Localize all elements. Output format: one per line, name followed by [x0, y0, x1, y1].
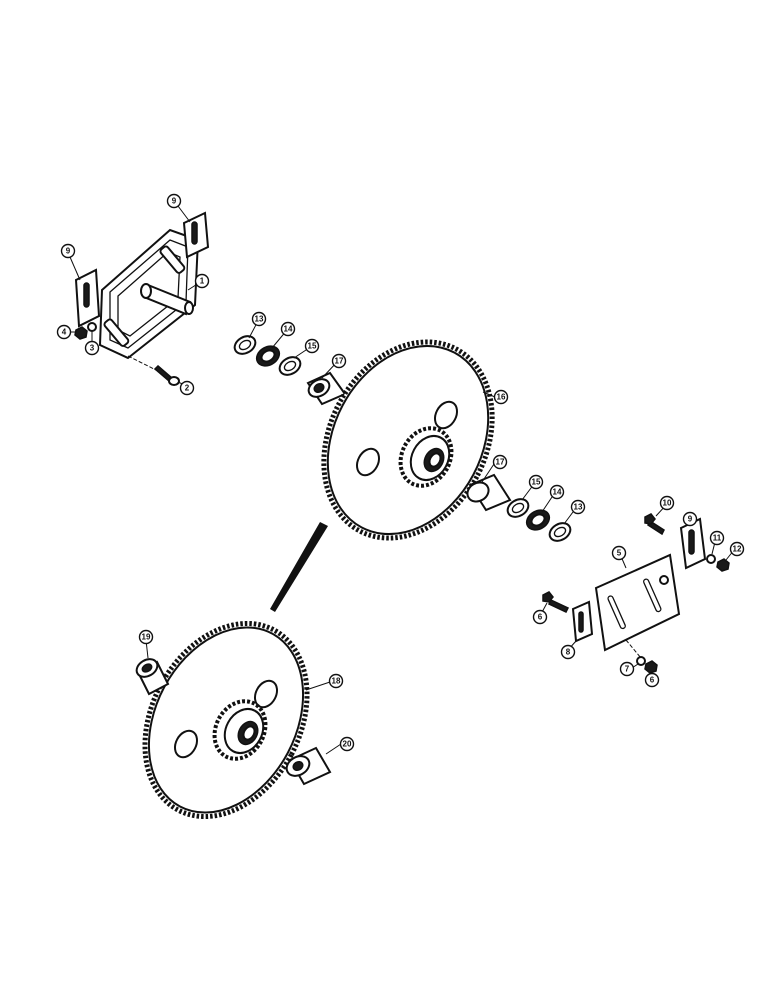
washer-15a: [278, 356, 302, 376]
callout-17-lower: 17: [492, 454, 508, 470]
nut-12: [716, 558, 730, 572]
svg-text:3: 3: [90, 344, 95, 353]
callout-16: 16: [493, 389, 509, 405]
svg-text:4: 4: [62, 328, 67, 337]
svg-text:16: 16: [497, 393, 506, 402]
svg-text:10: 10: [663, 499, 672, 508]
bushing-20: [285, 746, 332, 786]
callout-10: 10: [659, 495, 675, 511]
callout-9-right: 9: [682, 511, 698, 527]
svg-text:17: 17: [335, 357, 344, 366]
upper-washer-stack: [233, 335, 347, 406]
callout-6: 6: [532, 609, 548, 625]
svg-text:2: 2: [185, 384, 190, 393]
callout-19: 19: [138, 629, 154, 645]
svg-text:15: 15: [308, 342, 317, 351]
svg-text:1: 1: [200, 277, 205, 286]
callout-15-upper: 15: [304, 338, 320, 354]
bushing-19: [135, 658, 170, 696]
svg-text:15: 15: [532, 478, 541, 487]
bracket-plate-5: [594, 553, 681, 652]
svg-text:8: 8: [566, 648, 571, 657]
svg-text:9: 9: [688, 515, 693, 524]
svg-text:13: 13: [255, 315, 264, 324]
svg-text:11: 11: [713, 534, 722, 543]
svg-text:14: 14: [553, 488, 562, 497]
callout-14-lower: 14: [549, 484, 565, 500]
svg-text:7: 7: [625, 665, 630, 674]
alternate-assembly-indicator: [270, 522, 328, 612]
callout-7: 7: [619, 661, 635, 677]
svg-text:17: 17: [496, 458, 505, 467]
carriage-bolt: [127, 355, 180, 386]
shim-plate-left-top: [74, 268, 101, 328]
callout-13-lower: 13: [570, 499, 586, 515]
svg-text:13: 13: [574, 503, 583, 512]
callout-6-lower: 6: [644, 672, 660, 688]
callout-11: 11: [709, 530, 725, 546]
washer-13a: [233, 335, 257, 355]
callout-14-upper: 14: [280, 321, 296, 337]
svg-text:5: 5: [617, 549, 622, 558]
bearing-housing-assembly: [98, 228, 200, 360]
bolt-6: [547, 599, 570, 613]
callout-4: 4: [56, 324, 72, 340]
callout-17-upper: 17: [331, 353, 347, 369]
callout-5: 5: [611, 545, 627, 561]
svg-text:18: 18: [332, 677, 341, 686]
large-sprocket-lower: [142, 620, 310, 820]
washer-11: [706, 554, 716, 564]
callout-9-left: 9: [60, 243, 76, 259]
svg-text:6: 6: [650, 676, 655, 685]
callout-2: 2: [179, 380, 195, 396]
callout-15-lower: 15: [528, 474, 544, 490]
callout-13-upper: 13: [251, 311, 267, 327]
svg-text:19: 19: [142, 633, 151, 642]
callout-18: 18: [328, 673, 344, 689]
svg-text:6: 6: [538, 613, 543, 622]
callouts: 1 2 3 4 9 9 13 14 15 17 16 17 15 14 13 5…: [56, 193, 745, 752]
svg-text:9: 9: [172, 197, 177, 206]
washer-7: [636, 656, 646, 666]
callout-20: 20: [339, 736, 355, 752]
callout-3: 3: [84, 340, 100, 356]
large-sprocket-upper: [321, 339, 495, 541]
washer-13b: [548, 522, 572, 542]
right-washer-stack: [466, 473, 572, 542]
callout-8: 8: [560, 644, 576, 660]
svg-text:9: 9: [66, 247, 71, 256]
svg-text:20: 20: [343, 740, 352, 749]
shim-plate-top: [182, 211, 210, 259]
svg-text:14: 14: [284, 325, 293, 334]
callout-12: 12: [729, 541, 745, 557]
callout-9-top: 9: [166, 193, 182, 209]
svg-text:12: 12: [733, 545, 742, 554]
washer-15b: [506, 498, 530, 518]
nut-6b: [644, 660, 658, 674]
callout-1: 1: [194, 273, 210, 289]
mounting-bracket-right: [542, 513, 730, 674]
